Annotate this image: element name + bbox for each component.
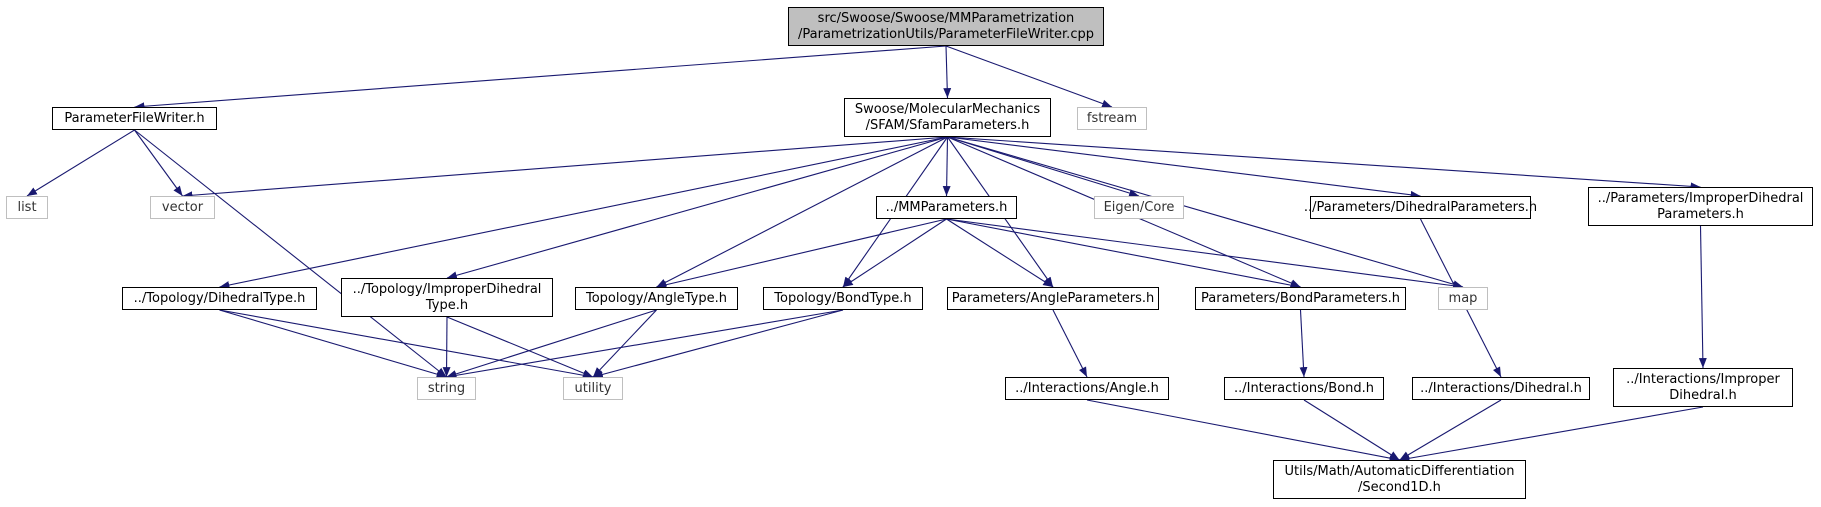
edge-mmparameters_h-to-angleparameters_h bbox=[946, 218, 1054, 288]
edge-interactions_improperdihedral_h-to-second1d_h bbox=[1399, 406, 1704, 463]
node-angletype-h[interactable]: Topology/AngleType.h bbox=[575, 287, 738, 310]
edge-sfamparameters_h-to-improperdihedralparameters_h bbox=[947, 136, 1701, 191]
node-map: map bbox=[1438, 287, 1488, 310]
node-list: list bbox=[6, 196, 48, 219]
node-fstream: fstream bbox=[1077, 107, 1147, 130]
node-interactions-improperdihedral-h[interactable]: ../Interactions/Improper Dihedral.h bbox=[1613, 368, 1793, 407]
node-interactions-angle-h[interactable]: ../Interactions/Angle.h bbox=[1005, 377, 1169, 400]
edge-root-to-parameterfilewriter_h bbox=[134, 45, 947, 111]
edge-parameterfilewriter_h-to-string bbox=[134, 129, 447, 378]
node-bondtype-h[interactable]: Topology/BondType.h bbox=[763, 287, 923, 310]
edge-dihedraltype_h-to-string bbox=[219, 309, 447, 378]
edge-interactions_bond_h-to-second1d_h bbox=[1303, 399, 1400, 461]
edge-angletype_h-to-utility bbox=[592, 309, 657, 378]
node-parameterfilewriter-cpp[interactable]: src/Swoose/Swoose/MMParametrization /Par… bbox=[788, 7, 1104, 46]
node-utility: utility bbox=[563, 377, 623, 400]
edge-sfamparameters_h-to-mmparameters_h bbox=[942, 136, 951, 197]
edge-improperdihedralparameters_h-to-interactions_improperdihedral_h bbox=[1698, 225, 1707, 369]
edge-angleparameters_h-to-interactions_angle_h bbox=[1052, 309, 1088, 378]
edge-sfamparameters_h-to-dihedraltype_h bbox=[219, 136, 948, 289]
edge-mmparameters_h-to-map bbox=[946, 218, 1464, 290]
node-second1d-h[interactable]: Utils/Math/AutomaticDifferentiation /Sec… bbox=[1273, 460, 1526, 499]
edge-mmparameters_h-to-bondparameters_h bbox=[946, 218, 1301, 290]
edge-bondtype_h-to-utility bbox=[592, 309, 844, 379]
node-sfamparameters-h[interactable]: Swoose/MolecularMechanics /SFAM/SfamPara… bbox=[844, 98, 1051, 137]
edge-sfamparameters_h-to-improperdihedraltype_h bbox=[446, 136, 948, 280]
node-improperdihedralparameters-h[interactable]: ../Parameters/ImproperDihedral Parameter… bbox=[1588, 187, 1813, 226]
node-interactions-bond-h[interactable]: ../Interactions/Bond.h bbox=[1224, 377, 1384, 400]
edge-parameterfilewriter_h-to-vector bbox=[134, 129, 183, 197]
node-interactions-dihedral-h[interactable]: ../Interactions/Dihedral.h bbox=[1412, 377, 1590, 400]
node-mmparameters-h[interactable]: ../MMParameters.h bbox=[876, 196, 1017, 219]
edge-improperdihedraltype_h-to-utility bbox=[446, 316, 594, 378]
edge-interactions_dihedral_h-to-second1d_h bbox=[1399, 399, 1502, 461]
edge-mmparameters_h-to-bondtype_h bbox=[842, 218, 947, 288]
node-vector: vector bbox=[150, 196, 215, 219]
node-dihedraltype-h[interactable]: ../Topology/DihedralType.h bbox=[122, 287, 317, 310]
edge-sfamparameters_h-to-angletype_h bbox=[656, 136, 948, 288]
node-string: string bbox=[417, 377, 476, 400]
node-bondparameters-h[interactable]: Parameters/BondParameters.h bbox=[1195, 287, 1406, 310]
node-eigen-core: Eigen/Core bbox=[1094, 196, 1184, 219]
edge-root-to-fstream bbox=[945, 45, 1113, 108]
edge-bondtype_h-to-string bbox=[446, 309, 844, 380]
edge-bondparameters_h-to-interactions_bond_h bbox=[1299, 309, 1308, 378]
edge-sfamparameters_h-to-map bbox=[947, 136, 1464, 289]
edge-mmparameters_h-to-angletype_h bbox=[656, 218, 947, 289]
node-angleparameters-h[interactable]: Parameters/AngleParameters.h bbox=[947, 287, 1159, 310]
node-parameterfilewriter-h[interactable]: ParameterFileWriter.h bbox=[52, 107, 217, 130]
edge-interactions_angle_h-to-second1d_h bbox=[1086, 399, 1400, 463]
edge-parameterfilewriter_h-to-list bbox=[26, 129, 135, 197]
edge-dihedraltype_h-to-utility bbox=[219, 309, 594, 380]
edge-root-to-sfamparameters_h bbox=[943, 45, 952, 99]
edge-improperdihedraltype_h-to-string bbox=[442, 316, 451, 378]
edge-sfamparameters_h-to-vector bbox=[182, 136, 948, 200]
node-improperdihedraltype-h[interactable]: ../Topology/ImproperDihedral Type.h bbox=[341, 278, 553, 317]
edge-angletype_h-to-string bbox=[446, 309, 657, 378]
edge-sfamparameters_h-to-dihedralparameters_h bbox=[947, 136, 1421, 199]
node-dihedralparameters-h[interactable]: ../Parameters/DihedralParameters.h bbox=[1304, 196, 1537, 219]
